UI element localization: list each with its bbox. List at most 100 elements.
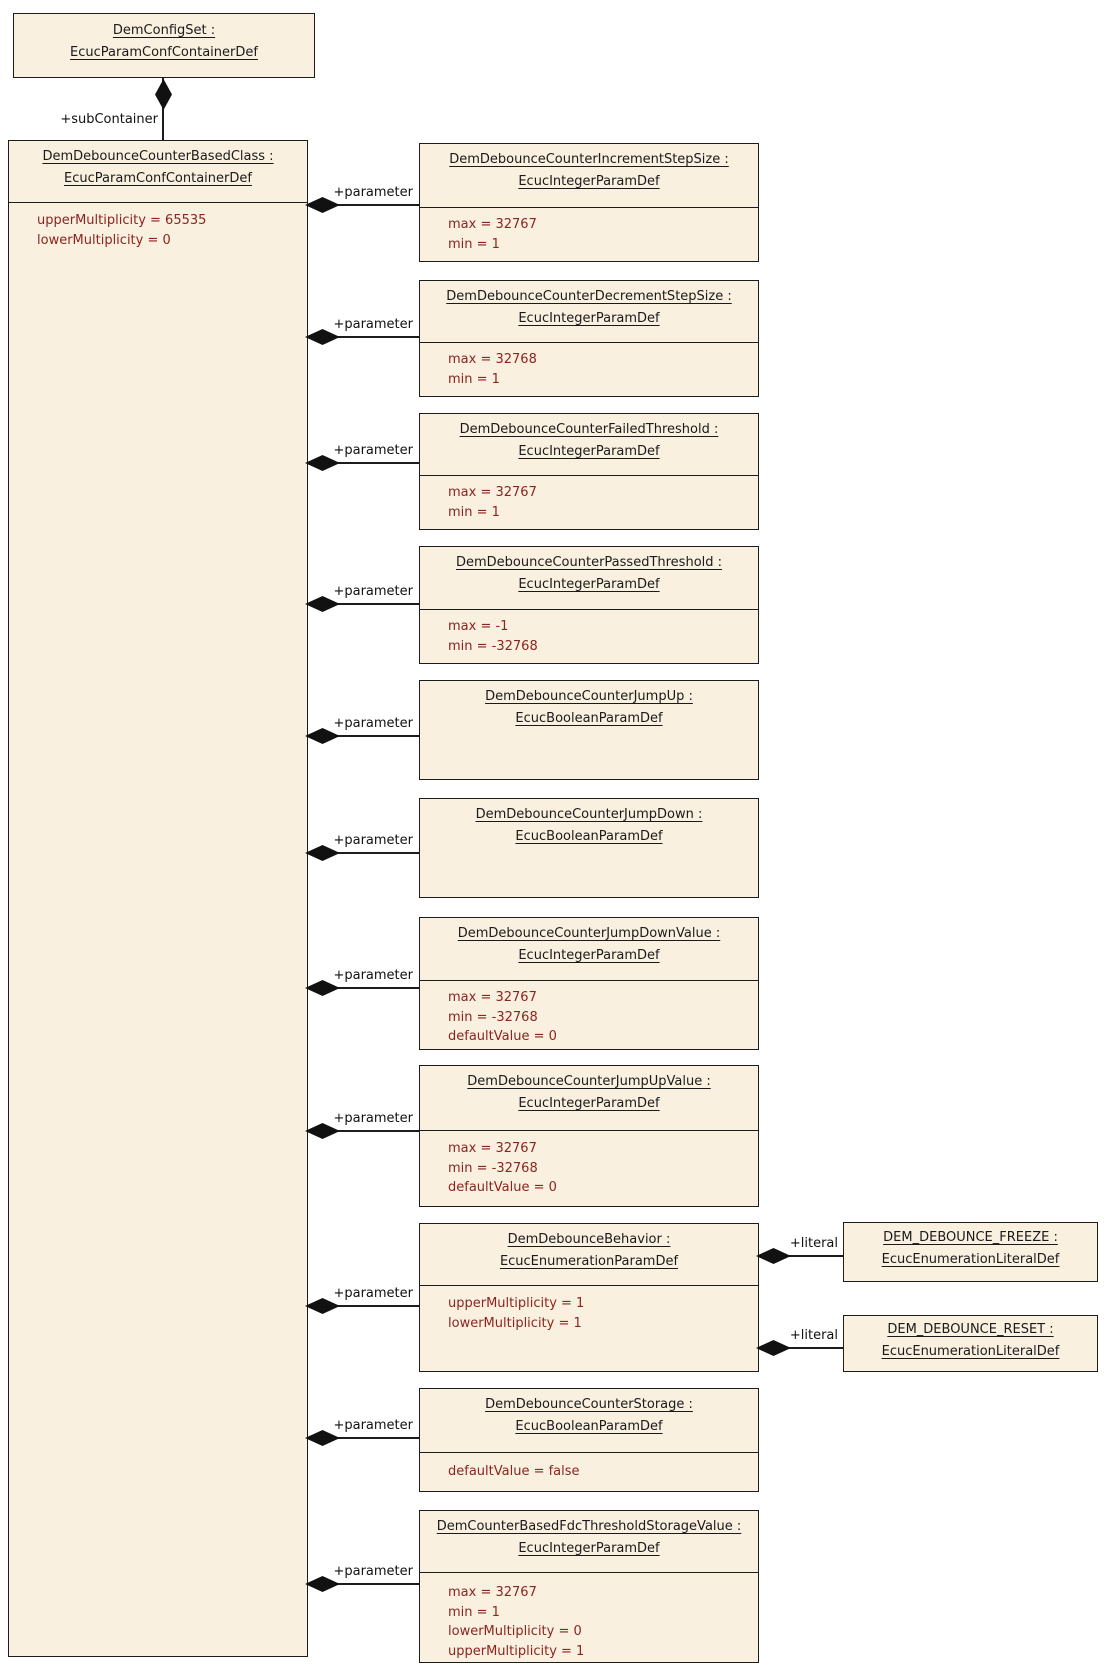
class-title: DemCounterBasedFdcThresholdStorageValue …	[423, 1516, 755, 1560]
param-box-debounce-behavior: DemDebounceBehavior : EcucEnumerationPar…	[419, 1223, 759, 1372]
composition-diamond-icon	[305, 1576, 340, 1592]
class-type: EcucEnumerationLiteralDef	[881, 1252, 1060, 1267]
class-name: DEM_DEBOUNCE_RESET :	[887, 1322, 1054, 1337]
class-name: DemCounterBasedFdcThresholdStorageValue …	[436, 1519, 742, 1534]
connector-label: +parameter	[333, 443, 413, 458]
attribute-list: max = 32768 min = 1	[448, 350, 754, 389]
param-box-jump-up: DemDebounceCounterJumpUp : EcucBooleanPa…	[419, 680, 759, 780]
attribute-list: max = 32767 min = -32768 defaultValue = …	[448, 1139, 754, 1198]
connector-label: +parameter	[333, 1564, 413, 1579]
attribute-list: max = 32767 min = -32768 defaultValue = …	[448, 988, 754, 1047]
subcontainer-connector-label: +subContainer	[60, 112, 158, 127]
literal-box-dem-debounce-freeze: DEM_DEBOUNCE_FREEZE : EcucEnumerationLit…	[843, 1222, 1098, 1282]
connector-line	[308, 204, 419, 206]
connector-line	[308, 852, 419, 854]
class-title: DemDebounceCounterJumpDownValue : EcucIn…	[423, 923, 755, 967]
class-title: DemDebounceCounterPassedThreshold : Ecuc…	[423, 552, 755, 596]
class-name: DemDebounceCounterJumpDown :	[475, 807, 703, 822]
composition-diamond-icon	[305, 1298, 340, 1314]
class-title: DemDebounceCounterBasedClass : EcucParam…	[12, 146, 304, 190]
class-name: DemDebounceCounterJumpDownValue :	[457, 926, 721, 941]
class-type: EcucBooleanParamDef	[515, 711, 663, 726]
compartment-divider	[419, 1129, 759, 1131]
attribute-line: max = -1	[448, 619, 509, 634]
connector-line	[308, 1583, 419, 1585]
attribute-line: min = 1	[448, 371, 500, 387]
composition-diamond-icon	[305, 1123, 340, 1139]
attribute-line: lowerMultiplicity = 0	[448, 1624, 582, 1639]
attribute-list: upperMultiplicity = 1 lowerMultiplicity …	[448, 1294, 754, 1333]
class-name: DemDebounceCounterIncrementStepSize :	[449, 152, 729, 167]
attribute-line: min = 1	[448, 1604, 500, 1620]
composition-diamond-icon	[305, 329, 340, 345]
class-name: DemDebounceCounterJumpUpValue :	[467, 1074, 711, 1089]
connector-label: +parameter	[333, 716, 413, 731]
class-type: EcucEnumerationLiteralDef	[881, 1344, 1060, 1359]
attribute-line: max = 32767	[448, 217, 537, 232]
attribute-line: max = 32767	[448, 1141, 537, 1156]
class-title: DemDebounceCounterFailedThreshold : Ecuc…	[423, 419, 755, 463]
connector-label: +parameter	[333, 185, 413, 200]
class-type: EcucIntegerParamDef	[518, 577, 660, 592]
compartment-divider	[419, 608, 759, 610]
attribute-line: defaultValue = false	[448, 1464, 580, 1479]
class-type: EcucBooleanParamDef	[515, 829, 663, 844]
attribute-line: upperMultiplicity = 1	[448, 1643, 585, 1659]
class-title: DemDebounceCounterDecrementStepSize : Ec…	[423, 286, 755, 330]
class-type: EcucParamConfContainerDef	[70, 45, 258, 60]
attribute-list: max = 32767 min = 1	[448, 215, 754, 254]
param-box-failed-threshold: DemDebounceCounterFailedThreshold : Ecuc…	[419, 413, 759, 530]
param-box-jump-down-value: DemDebounceCounterJumpDownValue : EcucIn…	[419, 917, 759, 1050]
attribute-list: upperMultiplicity = 65535 lowerMultiplic…	[37, 211, 303, 250]
class-title: DemDebounceBehavior : EcucEnumerationPar…	[423, 1229, 755, 1273]
connector-label: +parameter	[333, 833, 413, 848]
compartment-divider	[419, 1571, 759, 1573]
class-name: DemDebounceCounterJumpUp :	[485, 689, 693, 704]
class-title: DemDebounceCounterJumpDown : EcucBoolean…	[423, 804, 755, 848]
composition-diamond-icon	[305, 596, 340, 612]
connector-line	[759, 1347, 843, 1349]
connector-line	[308, 735, 419, 737]
attribute-line: max = 32767	[448, 990, 537, 1005]
param-box-jump-up-value: DemDebounceCounterJumpUpValue : EcucInte…	[419, 1065, 759, 1207]
compartment-divider	[419, 206, 759, 208]
attribute-line: min = 1	[448, 236, 500, 252]
class-title: DemDebounceCounterIncrementStepSize : Ec…	[423, 149, 755, 193]
connector-line	[308, 987, 419, 989]
class-title: DemDebounceCounterStorage : EcucBooleanP…	[423, 1394, 755, 1438]
attribute-line: max = 32768	[448, 352, 537, 367]
param-box-passed-threshold: DemDebounceCounterPassedThreshold : Ecuc…	[419, 546, 759, 664]
compartment-divider	[419, 474, 759, 476]
connector-label: +parameter	[333, 968, 413, 983]
composition-diamond-icon	[305, 728, 340, 744]
attribute-line: defaultValue = 0	[448, 1029, 557, 1044]
class-title: DemConfigSet : EcucParamConfContainerDef	[17, 20, 311, 64]
class-type: EcucIntegerParamDef	[518, 1096, 660, 1111]
class-box-dem-debounce-counter-based-class: DemDebounceCounterBasedClass : EcucParam…	[8, 140, 308, 1657]
param-box-jump-down: DemDebounceCounterJumpDown : EcucBoolean…	[419, 798, 759, 898]
connector-line	[308, 1130, 419, 1132]
composition-diamond-icon	[305, 980, 340, 996]
connector-label: +parameter	[333, 1111, 413, 1126]
connector-label: +literal	[789, 1328, 838, 1343]
attribute-line: lowerMultiplicity = 0	[37, 232, 171, 248]
class-type: EcucParamConfContainerDef	[64, 171, 252, 186]
class-name: DemDebounceCounterBasedClass :	[42, 149, 274, 164]
connector-label: +parameter	[333, 1418, 413, 1433]
param-box-fdc-threshold-storage-value: DemCounterBasedFdcThresholdStorageValue …	[419, 1510, 759, 1663]
connector-line	[759, 1255, 843, 1257]
class-type: EcucIntegerParamDef	[518, 948, 660, 963]
param-box-increment-step-size: DemDebounceCounterIncrementStepSize : Ec…	[419, 143, 759, 262]
attribute-line: lowerMultiplicity = 1	[448, 1315, 582, 1331]
class-title: DemDebounceCounterJumpUpValue : EcucInte…	[423, 1071, 755, 1115]
connector-line	[308, 462, 419, 464]
attribute-line: defaultValue = 0	[448, 1180, 557, 1195]
connector-label: +literal	[789, 1236, 838, 1251]
class-name: DemDebounceCounterFailedThreshold :	[459, 422, 719, 437]
class-title: DemDebounceCounterJumpUp : EcucBooleanPa…	[423, 686, 755, 730]
class-name: DemDebounceCounterStorage :	[485, 1397, 693, 1412]
attribute-list: max = 32767 min = 1	[448, 483, 754, 522]
class-name: DemDebounceBehavior :	[507, 1232, 671, 1247]
class-box-dem-config-set: DemConfigSet : EcucParamConfContainerDef	[13, 13, 315, 78]
composition-diamond-icon	[305, 845, 340, 861]
